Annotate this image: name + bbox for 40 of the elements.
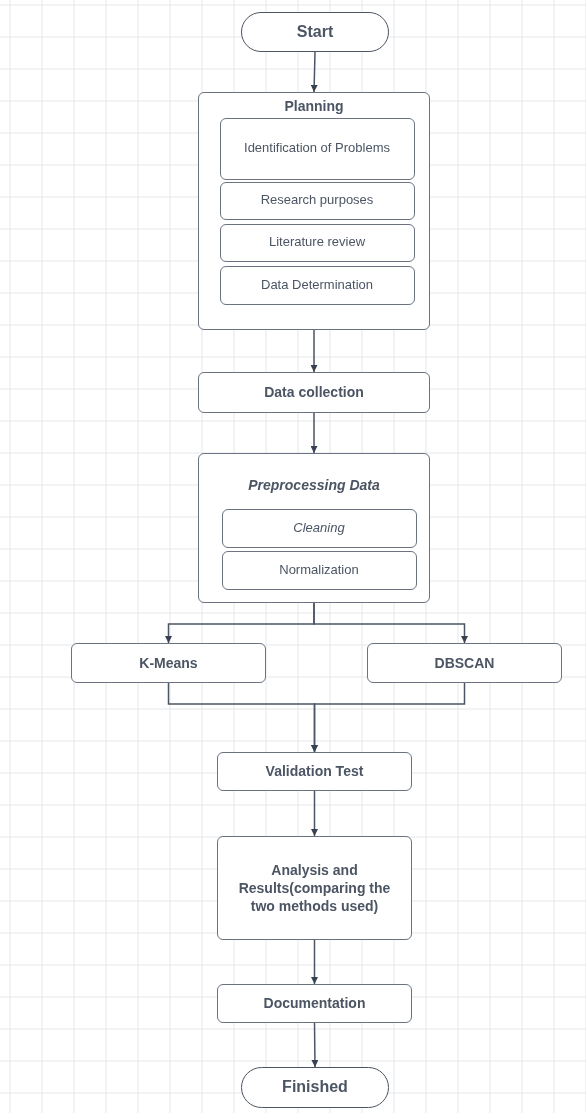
group-title: Preprocessing Data <box>247 476 381 495</box>
connector-arrow <box>311 939 318 985</box>
node-label: Identification of Problems <box>243 140 391 157</box>
node-label: Validation Test <box>264 762 365 781</box>
process-box <box>217 984 412 1023</box>
process-box <box>71 643 266 683</box>
node-label: Research purposes <box>259 192 375 209</box>
process-box <box>221 550 417 590</box>
node-label: Data Determination <box>260 276 374 294</box>
process-box <box>219 223 415 262</box>
node-label: Normalization <box>278 561 360 579</box>
node-label: Data collection <box>263 383 365 402</box>
connector-arrow <box>310 329 318 373</box>
node-label: Documentation <box>262 994 367 1013</box>
group-title: Planning <box>283 97 345 116</box>
terminal-pill <box>241 1067 389 1108</box>
node-label: Finished <box>281 1077 349 1098</box>
connector-arrow <box>313 602 468 644</box>
process-box <box>217 752 412 791</box>
node-label: Start <box>295 21 335 42</box>
connector-arrow <box>311 682 466 753</box>
node-label: Literature review <box>267 234 367 251</box>
connector-arrow <box>311 1022 319 1068</box>
process-box <box>217 836 412 940</box>
group-box <box>198 92 430 330</box>
node-label: K-Means <box>138 653 199 673</box>
node-label: DBSCAN <box>433 653 496 673</box>
terminal-pill <box>241 12 389 52</box>
connector-arrow <box>310 412 318 454</box>
process-box <box>198 372 430 413</box>
connector-arrow <box>310 51 318 93</box>
process-box <box>367 643 562 683</box>
group-box <box>198 453 430 603</box>
process-box <box>219 117 415 180</box>
process-box <box>221 508 417 548</box>
connector-arrow <box>311 790 318 837</box>
process-box <box>219 265 415 305</box>
node-label: Cleaning <box>292 519 346 537</box>
process-box <box>219 181 415 220</box>
node-label: Analysis and Results(comparing the two methods used) <box>237 860 392 916</box>
